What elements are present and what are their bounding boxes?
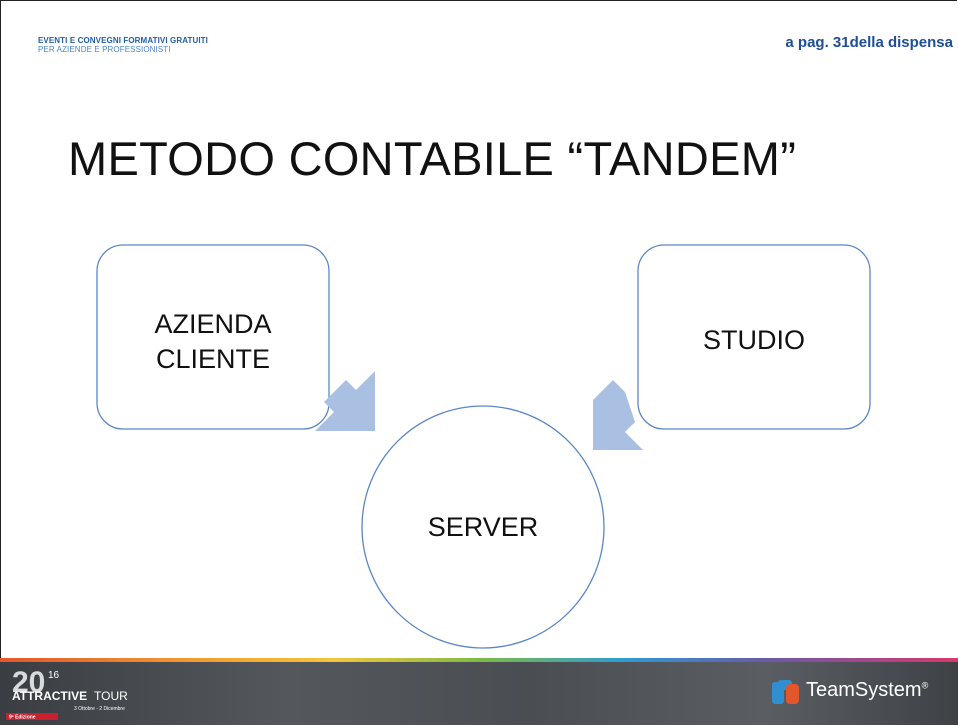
teamsystem-registered: ® (921, 680, 929, 691)
event-name-light: TOUR (94, 689, 128, 703)
svg-text:20: 20 (12, 666, 45, 699)
event-year-small: 16 (48, 670, 60, 681)
event-dates: 3 Ottobre - 2 Dicembre (74, 706, 125, 712)
page-reference: a pag. 31della dispensa (785, 34, 953, 51)
header-line-1: EVENTI E CONVEGNI FORMATIVI GRATUITI (38, 36, 208, 45)
attractive-tour-logo: 20 16 ATTRACTIVE TOUR 3 Ottobre - 2 Dice… (6, 666, 128, 721)
teamsystem-mark-icon (772, 680, 799, 704)
cliente-label: CLIENTE (156, 344, 270, 374)
azienda-label: AZIENDA (154, 309, 271, 339)
studio-label: STUDIO (703, 325, 805, 355)
slide-title: METODO CONTABILE “TANDEM” (68, 132, 797, 185)
azienda-cliente-box (96, 244, 330, 430)
studio-box (637, 244, 871, 430)
footer-band: 20 16 ATTRACTIVE TOUR 3 Ottobre - 2 Dice… (0, 658, 958, 725)
teamsystem-wordmark: TeamSystem® (806, 679, 928, 702)
event-edition: 9ª Edizione (9, 715, 36, 721)
arrow-studio-to-server (593, 380, 643, 450)
server-circle (361, 405, 605, 649)
arrow-cliente-to-server (315, 371, 375, 431)
event-name-bold: ATTRACTIVE (12, 689, 87, 703)
footer-color-stripe (0, 658, 958, 662)
server-label: SERVER (428, 512, 539, 542)
teamsystem-brand: TeamSystem (806, 679, 922, 701)
teamsystem-logo: TeamSystem® (770, 674, 956, 714)
header-line-2: PER AZIENDE E PROFESSIONISTI (38, 45, 171, 54)
